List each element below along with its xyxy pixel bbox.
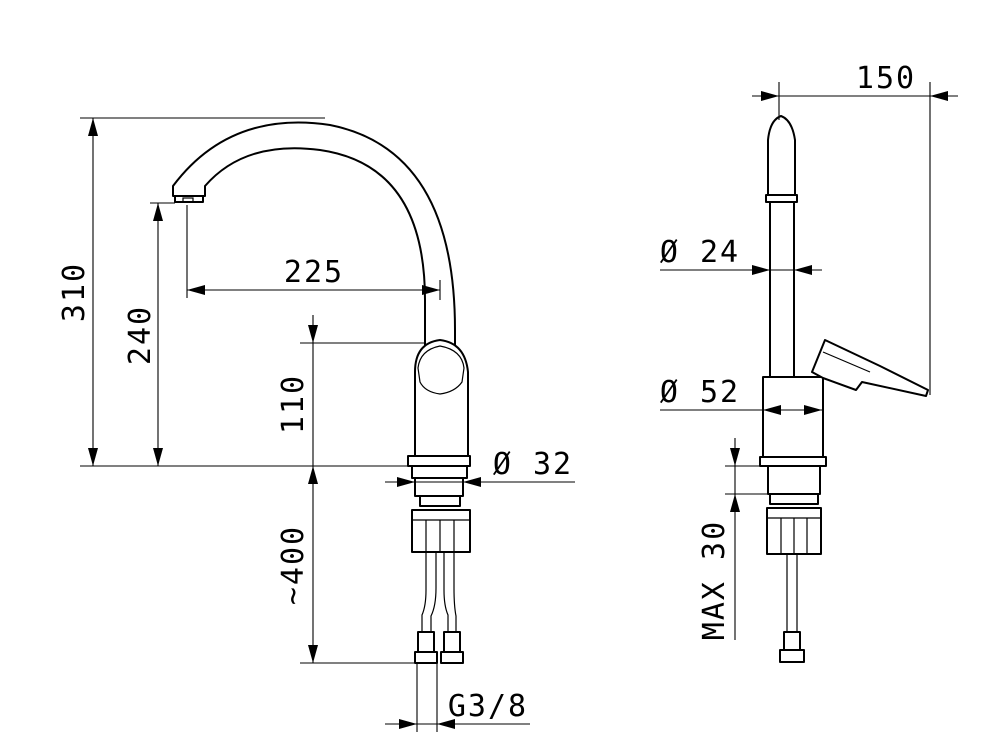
- hose-nut-left: [414, 651, 438, 664]
- dim-225-label: 225: [284, 255, 344, 290]
- fixing-nut: [411, 509, 471, 553]
- dim-max30-label: MAX 30: [697, 520, 732, 640]
- faucet-body: [414, 339, 469, 457]
- hose-connector-right: [443, 631, 461, 653]
- dim-150-label: 150: [856, 61, 916, 96]
- base-side: [759, 456, 827, 467]
- deck-washer: [414, 477, 464, 497]
- hose-connector-left: [417, 631, 435, 653]
- body-side: [762, 376, 824, 458]
- hose-nut-right: [440, 651, 464, 664]
- dim-400-label: ~400: [276, 525, 311, 605]
- side-dimensions: [660, 82, 958, 640]
- front-view: [172, 121, 471, 664]
- dim-110-label: 110: [276, 374, 311, 434]
- spout: [172, 121, 456, 346]
- side-view: [759, 115, 929, 663]
- aerator: [174, 195, 204, 203]
- dim-240-label: 240: [123, 305, 158, 365]
- deck-washer-2: [419, 495, 461, 507]
- aerator-tip: [182, 197, 194, 203]
- dim-g38-label: G3/8: [448, 689, 528, 724]
- deck-nut-1: [411, 465, 468, 479]
- lever-side: [811, 339, 929, 397]
- supply-hoses: [421, 552, 457, 632]
- hose-side: [786, 554, 798, 632]
- lever-handle: [417, 345, 465, 395]
- hose-connector-side: [783, 631, 801, 651]
- hose-nut-side: [779, 649, 805, 663]
- base-ring: [407, 455, 471, 467]
- dim-32-label: Ø 32: [493, 447, 573, 482]
- front-dimensions: [80, 117, 575, 732]
- spout-pipe-side: [769, 201, 795, 378]
- dim-24-label: Ø 24: [660, 235, 740, 270]
- dim-310-label: 310: [57, 262, 92, 322]
- spout-tip: [767, 115, 796, 196]
- dim-52-label: Ø 52: [660, 375, 740, 410]
